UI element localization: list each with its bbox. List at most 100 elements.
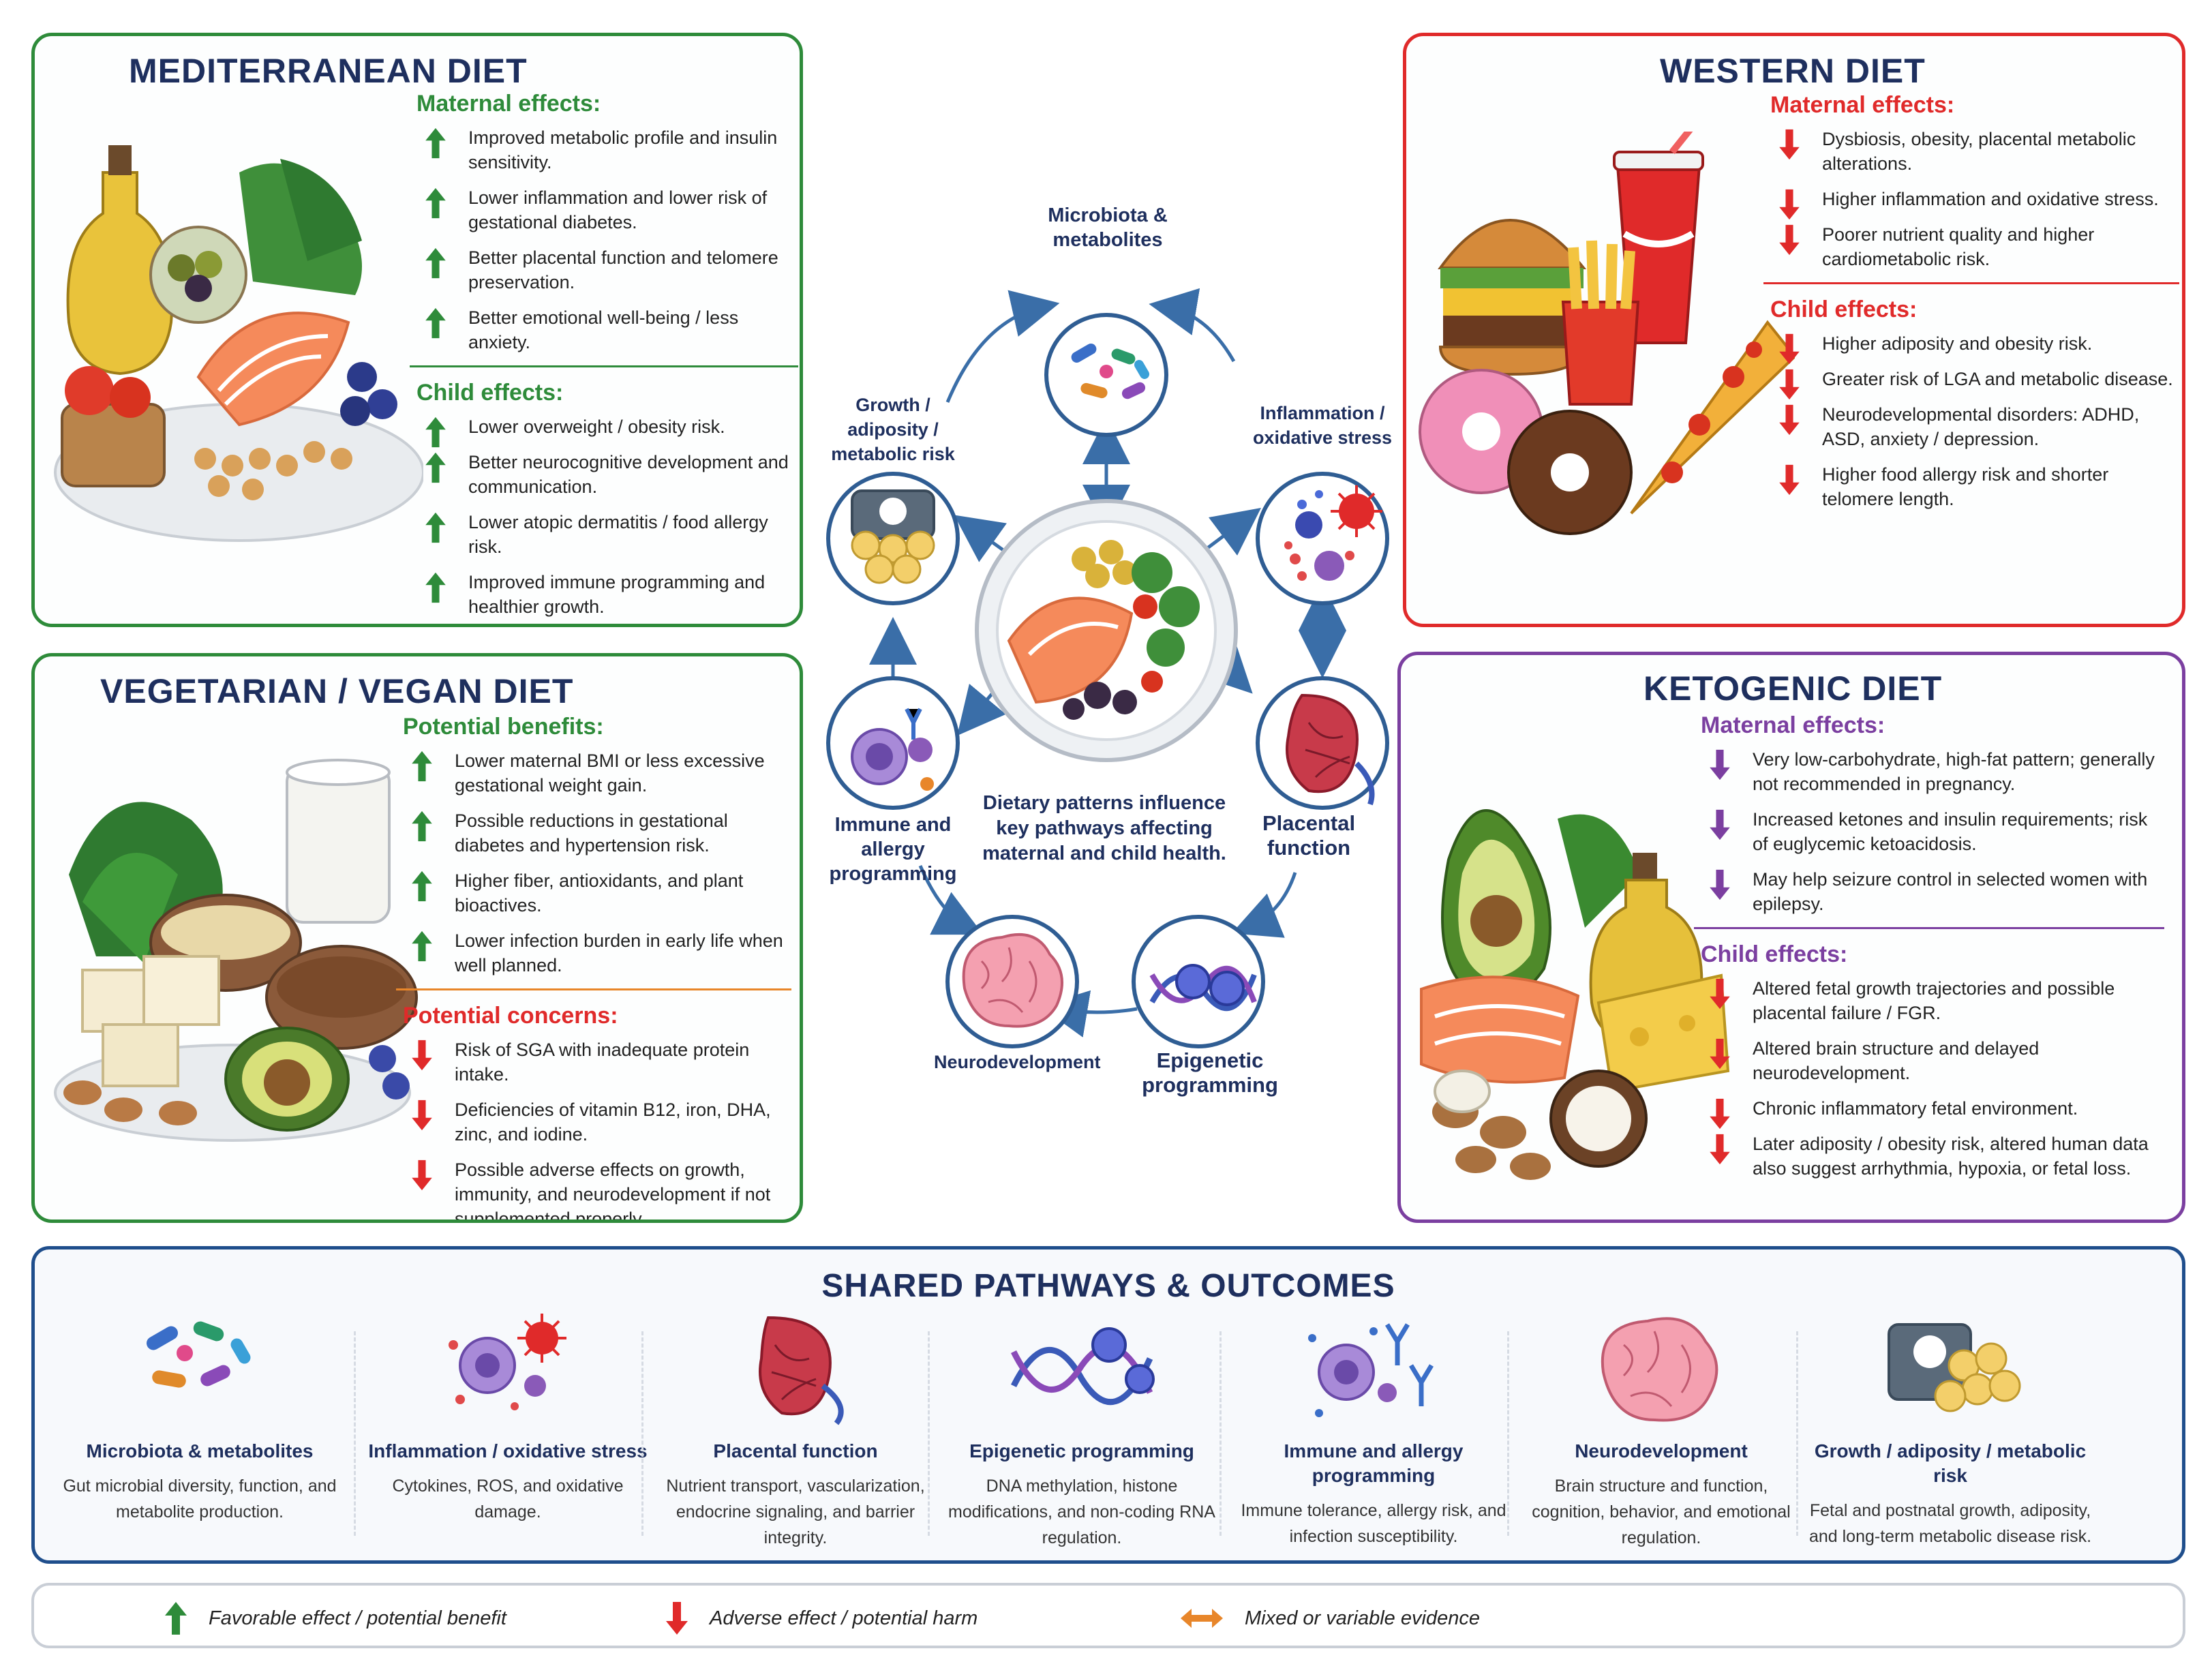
mediterranean-maternal-item-text: Better emotional well-being / less anxie… xyxy=(468,307,739,352)
legend-mixed-text: Mixed or variable evidence xyxy=(1245,1607,1480,1629)
vegetarian-panel: VEGETARIAN / VEGAN DIET Potential benefi… xyxy=(31,653,803,1223)
down-arrow-icon xyxy=(412,1160,432,1191)
center-caption: Dietary patterns influence key pathways … xyxy=(982,792,1226,864)
vegetarian-concern-item: Risk of SGA with inadequate protein inta… xyxy=(403,1038,791,1087)
down-arrow-icon xyxy=(1710,749,1730,781)
placenta-icon xyxy=(1286,693,1375,806)
vegetarian-concerns-title: Potential concerns: xyxy=(403,1003,618,1029)
shared-pathway-description: Fetal and postnatal growth, adiposity, a… xyxy=(1808,1501,2092,1546)
vegetarian-concern-item: Possible adverse effects on growth, immu… xyxy=(403,1157,791,1223)
ketogenic-maternal-item-text: May help seizure control in selected wom… xyxy=(1753,869,2148,914)
ketogenic-maternal-item: May help seizure control in selected wom… xyxy=(1701,867,2164,916)
up-arrow-icon xyxy=(425,187,446,219)
western-maternal-item: Higher inflammation and oxidative stress… xyxy=(1770,187,2179,220)
down-arrow-icon xyxy=(1710,1098,1730,1130)
shared-pathway-separator xyxy=(354,1331,356,1536)
mediterranean-maternal-item-text: Improved metabolic profile and insulin s… xyxy=(468,127,778,172)
western-child-item: Higher food allergy risk and shorter tel… xyxy=(1770,462,2179,511)
western-food-illustration xyxy=(1419,132,1795,535)
down-arrow-icon xyxy=(1779,189,1800,220)
up-arrow-icon xyxy=(425,452,446,483)
vegetarian-concern-item-text: Deficiencies of vitamin B12, iron, DHA, … xyxy=(455,1100,771,1145)
placenta-icon xyxy=(759,1316,844,1425)
ketogenic-maternal-title: Maternal effects: xyxy=(1701,712,1885,738)
microbes-icon xyxy=(147,1321,251,1388)
mediterranean-child-item-text: Lower atopic dermatitis / food allergy r… xyxy=(468,512,768,557)
western-title: WESTERN DIET xyxy=(1660,52,1926,90)
arrow-growth-microbiota xyxy=(945,290,1060,403)
brain-icon xyxy=(962,933,1063,1028)
shared-pathway-separator xyxy=(928,1331,930,1536)
mediterranean-divider xyxy=(410,365,798,367)
down-arrow-icon xyxy=(1710,1038,1730,1070)
legend-adverse: Adverse effect / potential harm xyxy=(665,1599,978,1637)
down-arrow-icon xyxy=(1710,1134,1730,1165)
scale-icon xyxy=(1888,1323,2021,1412)
mediterranean-maternal-title: Maternal effects: xyxy=(416,91,601,117)
down-arrow-icon xyxy=(1710,869,1730,900)
vegetarian-benefit-item: Lower infection burden in early life whe… xyxy=(403,928,791,978)
shared-pathway-name: Growth / adiposity / metabolic risk xyxy=(1814,1440,2087,1486)
western-maternal-item: Poorer nutrient quality and higher cardi… xyxy=(1770,222,2179,271)
western-maternal-item-text: Higher inflammation and oxidative stress… xyxy=(1822,189,2159,209)
microbes-icon xyxy=(1071,344,1150,399)
ketogenic-child-item-text: Altered brain structure and delayed neur… xyxy=(1753,1038,2040,1083)
shared-pathway-separator xyxy=(1796,1331,1798,1536)
ketogenic-child-item: Altered fetal growth trajectories and po… xyxy=(1701,976,2164,1025)
shared-pathway-name: Epigenetic programming xyxy=(969,1440,1194,1461)
mediterranean-child-item-text: Lower overweight / obesity risk. xyxy=(468,416,725,437)
up-arrow-icon xyxy=(412,930,432,962)
legend: Favorable effect / potential benefit Adv… xyxy=(31,1583,2185,1648)
dna-icon xyxy=(1149,964,1257,1012)
up-arrow-icon xyxy=(425,247,446,279)
western-panel: WESTERN DIET Maternal effects: Dysbiosis… xyxy=(1403,33,2185,627)
western-maternal-item-text: Dysbiosis, obesity, placental metabolic … xyxy=(1822,129,2136,174)
ketogenic-title: KETOGENIC DIET xyxy=(1643,669,1943,708)
vegetarian-benefit-item-text: Higher fiber, antioxidants, and plant bi… xyxy=(455,870,744,915)
ketogenic-panel: KETOGENIC DIET Maternal effects: Very lo… xyxy=(1397,652,2185,1223)
node-label-immune: Immune and allergy programming xyxy=(829,814,957,885)
ketogenic-child-item: Altered brain structure and delayed neur… xyxy=(1701,1036,2164,1085)
down-arrow-icon xyxy=(1779,464,1800,496)
shared-pathway-name: Microbiota & metabolites xyxy=(86,1440,314,1461)
shared-pathway-description: Cytokines, ROS, and oxidative damage. xyxy=(392,1476,624,1521)
down-arrow-icon xyxy=(412,1040,432,1071)
up-arrow-icon xyxy=(425,416,446,448)
vegetarian-divider xyxy=(396,988,791,990)
up-arrow-icon xyxy=(412,870,432,902)
western-child-item-text: Higher adiposity and obesity risk. xyxy=(1822,333,2093,354)
down-arrow-icon xyxy=(1710,978,1730,1010)
node-label-inflammation: Inflammation / oxidative stress xyxy=(1252,403,1393,448)
mediterranean-child-item: Lower overweight / obesity risk. xyxy=(416,414,798,448)
up-arrow-icon xyxy=(425,572,446,603)
node-label-placental: Placental function xyxy=(1262,811,1356,860)
inflammation-cells-icon xyxy=(1284,485,1382,581)
ketogenic-maternal-item: Very low-carbohydrate, high-fat pattern;… xyxy=(1701,747,2164,796)
shared-pathway-description: DNA methylation, histone modifications, … xyxy=(948,1476,1215,1547)
down-arrow-icon xyxy=(1779,404,1800,436)
mediterranean-maternal-item-text: Lower inflammation and lower risk of ges… xyxy=(468,187,768,232)
ketogenic-divider xyxy=(1694,927,2164,929)
node-label-growth: Growth / adiposity / metabolic risk xyxy=(831,395,955,464)
mediterranean-title: MEDITERRANEAN DIET xyxy=(129,52,528,90)
up-arrow-icon xyxy=(412,811,432,842)
shared-pathway-separator xyxy=(1219,1331,1222,1536)
legend-adverse-text: Adverse effect / potential harm xyxy=(710,1607,978,1629)
western-child-item-text: Neurodevelopmental disorders: ADHD, ASD,… xyxy=(1822,404,2140,449)
down-arrow-icon xyxy=(1779,224,1800,256)
vegetarian-concern-item-text: Possible adverse effects on growth, immu… xyxy=(455,1160,771,1223)
western-divider xyxy=(1763,282,2179,284)
vegetarian-benefit-item: Higher fiber, antioxidants, and plant bi… xyxy=(403,868,791,918)
mediterranean-child-item-text: Improved immune programming and healthie… xyxy=(468,572,766,617)
vegetarian-concern-item-text: Risk of SGA with inadequate protein inta… xyxy=(455,1040,750,1085)
immune-cells-icon xyxy=(851,708,934,791)
mediterranean-maternal-item: Better placental function and telomere p… xyxy=(416,245,798,294)
node-label-epigenetic: Epigenetic programming xyxy=(1142,1048,1278,1097)
vegetarian-benefit-item-text: Lower maternal BMI or less excessive ges… xyxy=(455,751,765,796)
up-arrow-icon xyxy=(425,512,446,543)
